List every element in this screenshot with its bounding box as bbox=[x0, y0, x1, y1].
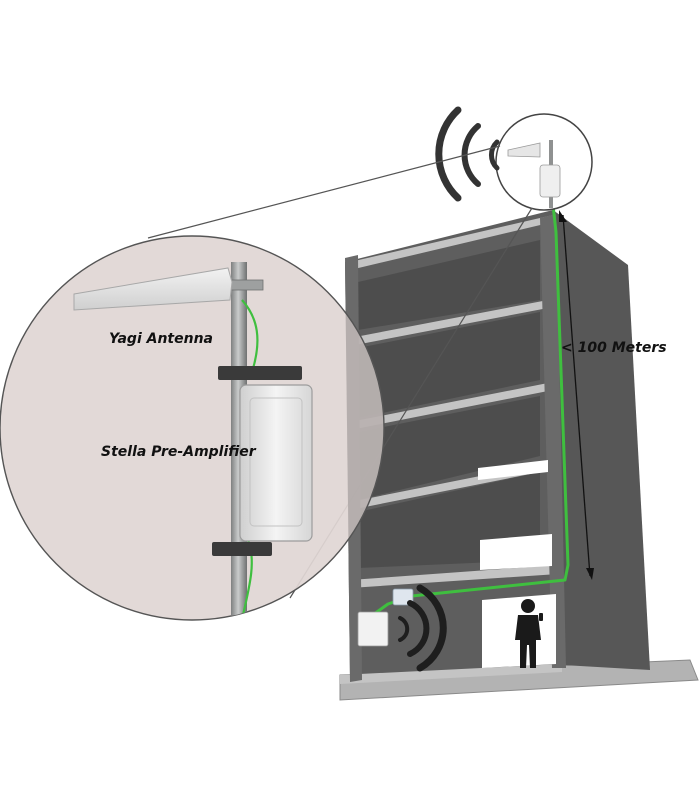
roof-yagi-antenna-icon bbox=[507, 142, 541, 158]
window-opening bbox=[478, 460, 548, 480]
upper-clamp bbox=[218, 366, 302, 380]
coax-cable bbox=[373, 195, 570, 616]
building-column bbox=[540, 214, 566, 668]
indoor-antenna-icon bbox=[357, 611, 389, 647]
yagi-antenna-icon bbox=[73, 267, 233, 311]
person-with-phone-icon bbox=[515, 599, 543, 668]
building-side-wall bbox=[553, 210, 650, 670]
yagi-bracket bbox=[228, 279, 264, 291]
zoom-cable bbox=[241, 299, 259, 373]
door-opening bbox=[480, 534, 552, 570]
distance-label: < 100 Meters bbox=[561, 340, 667, 356]
roof-installation bbox=[495, 113, 593, 211]
amplifier-housing bbox=[239, 384, 313, 542]
distance-arrow bbox=[559, 210, 594, 580]
roof-spotlight-circle bbox=[495, 113, 593, 211]
yagi-antenna-label: Yagi Antenna bbox=[109, 331, 213, 347]
building bbox=[339, 210, 699, 701]
pre-amplifier-label: Stella Pre-Amplifier bbox=[101, 444, 256, 460]
roof-amplifier-icon bbox=[539, 164, 561, 198]
indoor-signal-waves-icon bbox=[398, 584, 447, 672]
lower-clamp bbox=[212, 542, 272, 556]
